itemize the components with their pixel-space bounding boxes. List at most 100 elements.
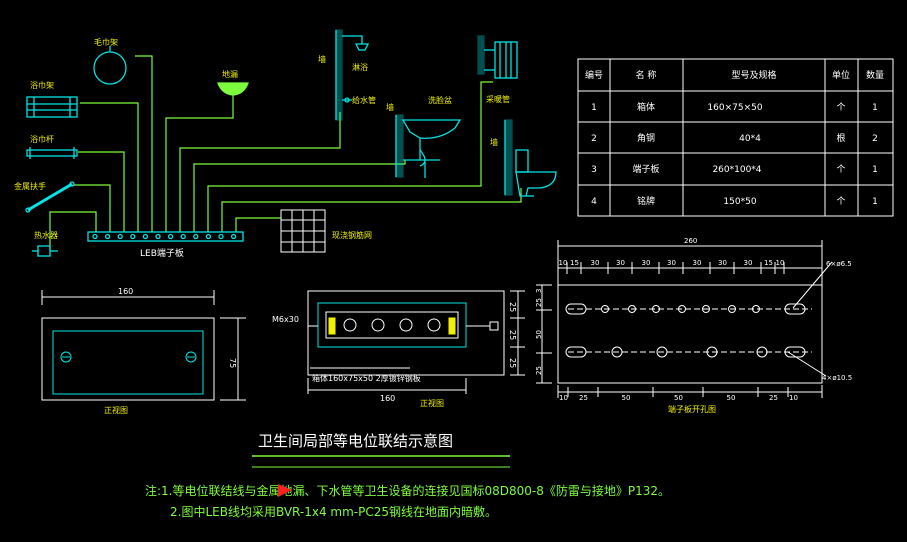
hole-note-top: 6×ø6.5 <box>826 260 852 268</box>
label-basin: 洗脸盆 <box>428 95 452 105</box>
plate-bottom-dim: 25 <box>769 394 778 402</box>
diagram-title: 卫生间局部等电位联结示意图 <box>258 432 453 450</box>
materials-table <box>577 58 894 217</box>
box-spec-label: 箱体160x75x50 2厚镀锌钢板 <box>312 373 421 383</box>
fixture-labels: 毛巾架 浴巾架 浴巾杆 金属扶手 热水器 地漏 墙 淋浴 给水管 墙 洗脸盆 采… <box>14 37 510 259</box>
plate-bottom-dim: 10 <box>789 394 798 402</box>
table-cell: 150*50 <box>723 197 756 207</box>
plate-top-dim: 30 <box>718 259 727 267</box>
terminal-hole <box>142 233 149 240</box>
grab-bar-icon <box>25 181 75 213</box>
table-cell: 1 <box>591 103 597 113</box>
label-wall-basin: 墙 <box>386 102 394 112</box>
plate-top-dim: 30 <box>616 259 625 267</box>
wire-basin <box>193 160 406 232</box>
plate-bottom-dim: 25 <box>579 394 588 402</box>
section-width-dim: 160 <box>380 394 395 403</box>
table-cell: 个 <box>836 102 845 113</box>
plate-left-dim: 50 <box>535 330 543 339</box>
front-view-text: 160 75 正视图 <box>104 287 237 415</box>
label-wall-toilet: 墙 <box>490 137 498 147</box>
plate-bottom-dim: 50 <box>727 394 736 402</box>
label-shower: 淋浴 <box>352 62 368 72</box>
table-cell: 2 <box>872 134 878 144</box>
plate-total-dim: 260 <box>684 237 697 245</box>
table-cell: 个 <box>836 196 845 207</box>
label-supply-pipe: 给水管 <box>352 95 376 105</box>
front-height-dim: 75 <box>228 358 237 368</box>
table-cell: 3 <box>591 165 597 175</box>
terminal-hole <box>130 233 136 240</box>
table-cell: 个 <box>836 164 845 175</box>
wire-floor-drain <box>165 92 234 232</box>
label-water-heater: 热水器 <box>34 230 58 240</box>
plate-top-dim: 30 <box>591 259 600 267</box>
table-cell: 铭牌 <box>637 195 655 207</box>
note-line-2: 2.图中LEB线均采用BVR-1x4 mm-PC25钢线在地面内暗敷。 <box>170 504 497 519</box>
table-cell: 端子板 <box>632 163 659 175</box>
plate-top-dim: 15 <box>764 259 773 267</box>
terminal-hole <box>117 233 123 240</box>
toilet-icon <box>504 119 557 197</box>
section-hole <box>427 318 441 332</box>
front-view <box>41 290 246 401</box>
table-cell: 1 <box>872 165 878 175</box>
label-terminal-board: LEB端子板 <box>140 247 184 259</box>
plate-top-dim: 30 <box>642 259 651 267</box>
materials-table-text: 编号 名 称 型号及规格 单位 数量 1 箱体 160×75×50 个 1 2 … <box>585 69 884 207</box>
bolt-label: M6x30 <box>272 315 299 324</box>
wire-grab-bar <box>74 184 111 232</box>
label-towel-rack: 浴巾架 <box>30 80 54 90</box>
plate-top-dim: 10 <box>559 259 568 267</box>
section-dim-3: 25 <box>508 358 517 368</box>
wire-floor-mesh <box>235 217 281 232</box>
label-towel-bar: 浴巾杆 <box>30 134 54 144</box>
terminal-hole <box>167 233 174 240</box>
table-cell: 260*100*4 <box>712 165 761 175</box>
terminal-plate <box>536 240 833 398</box>
wire-radiator <box>207 81 493 232</box>
front-width-dim: 160 <box>118 287 133 296</box>
plate-left-dim: 25 <box>535 298 543 307</box>
section-hole <box>399 318 413 332</box>
bonding-wires <box>49 55 522 250</box>
hole-note-bottom: 4×ø10.5 <box>822 374 852 382</box>
table-cell: 40*4 <box>739 134 761 144</box>
table-cell: 4 <box>591 197 597 207</box>
water-heater-icon <box>32 245 58 257</box>
section-view-text: M6x30 箱体160x75x50 2厚镀锌钢板 160 25 25 25 正视… <box>272 302 517 408</box>
plate-left-dim: 25 <box>535 366 543 375</box>
terminal-hole <box>92 233 98 240</box>
basin-icon <box>395 114 462 178</box>
terminal-hole <box>193 233 199 240</box>
wire-towel-ring <box>135 55 153 232</box>
table-header-unit: 单位 <box>832 69 850 81</box>
plate-left-dim: 3 <box>535 289 543 293</box>
terminal-plate-caption: 端子板开孔图 <box>668 404 716 414</box>
wire-towel-bar <box>78 151 125 232</box>
table-cell: 160×75×50 <box>707 103 762 113</box>
wire-shower <box>179 112 341 232</box>
table-header-name: 名 称 <box>636 69 657 81</box>
floor-drain-icon <box>217 82 249 96</box>
wire-water-heater <box>49 211 97 250</box>
wire-towel-rack <box>80 102 139 232</box>
note-line-1: 注:1.等电位联结线与金属地漏、下水管等卫生设备的连接见国标08D800-8《防… <box>145 483 670 498</box>
plate-bottom-dim: 50 <box>674 394 683 402</box>
section-hole <box>343 318 357 332</box>
table-cell: 角钢 <box>637 132 655 144</box>
terminal-hole <box>155 233 161 240</box>
terminal-hole <box>180 233 186 240</box>
label-grab-bar: 金属扶手 <box>14 181 46 191</box>
terminal-hole <box>230 233 237 240</box>
table-cell: 箱体 <box>637 101 655 113</box>
plate-bottom-dim: 10 <box>559 394 568 402</box>
table-header-spec: 型号及规格 <box>731 69 776 81</box>
plate-top-dim: 30 <box>744 259 753 267</box>
section-view-caption: 正视图 <box>420 398 444 408</box>
plate-top-dim: 15 <box>570 259 579 267</box>
plate-top-dim: 30 <box>693 259 702 267</box>
floor-mesh-icon <box>280 209 326 253</box>
